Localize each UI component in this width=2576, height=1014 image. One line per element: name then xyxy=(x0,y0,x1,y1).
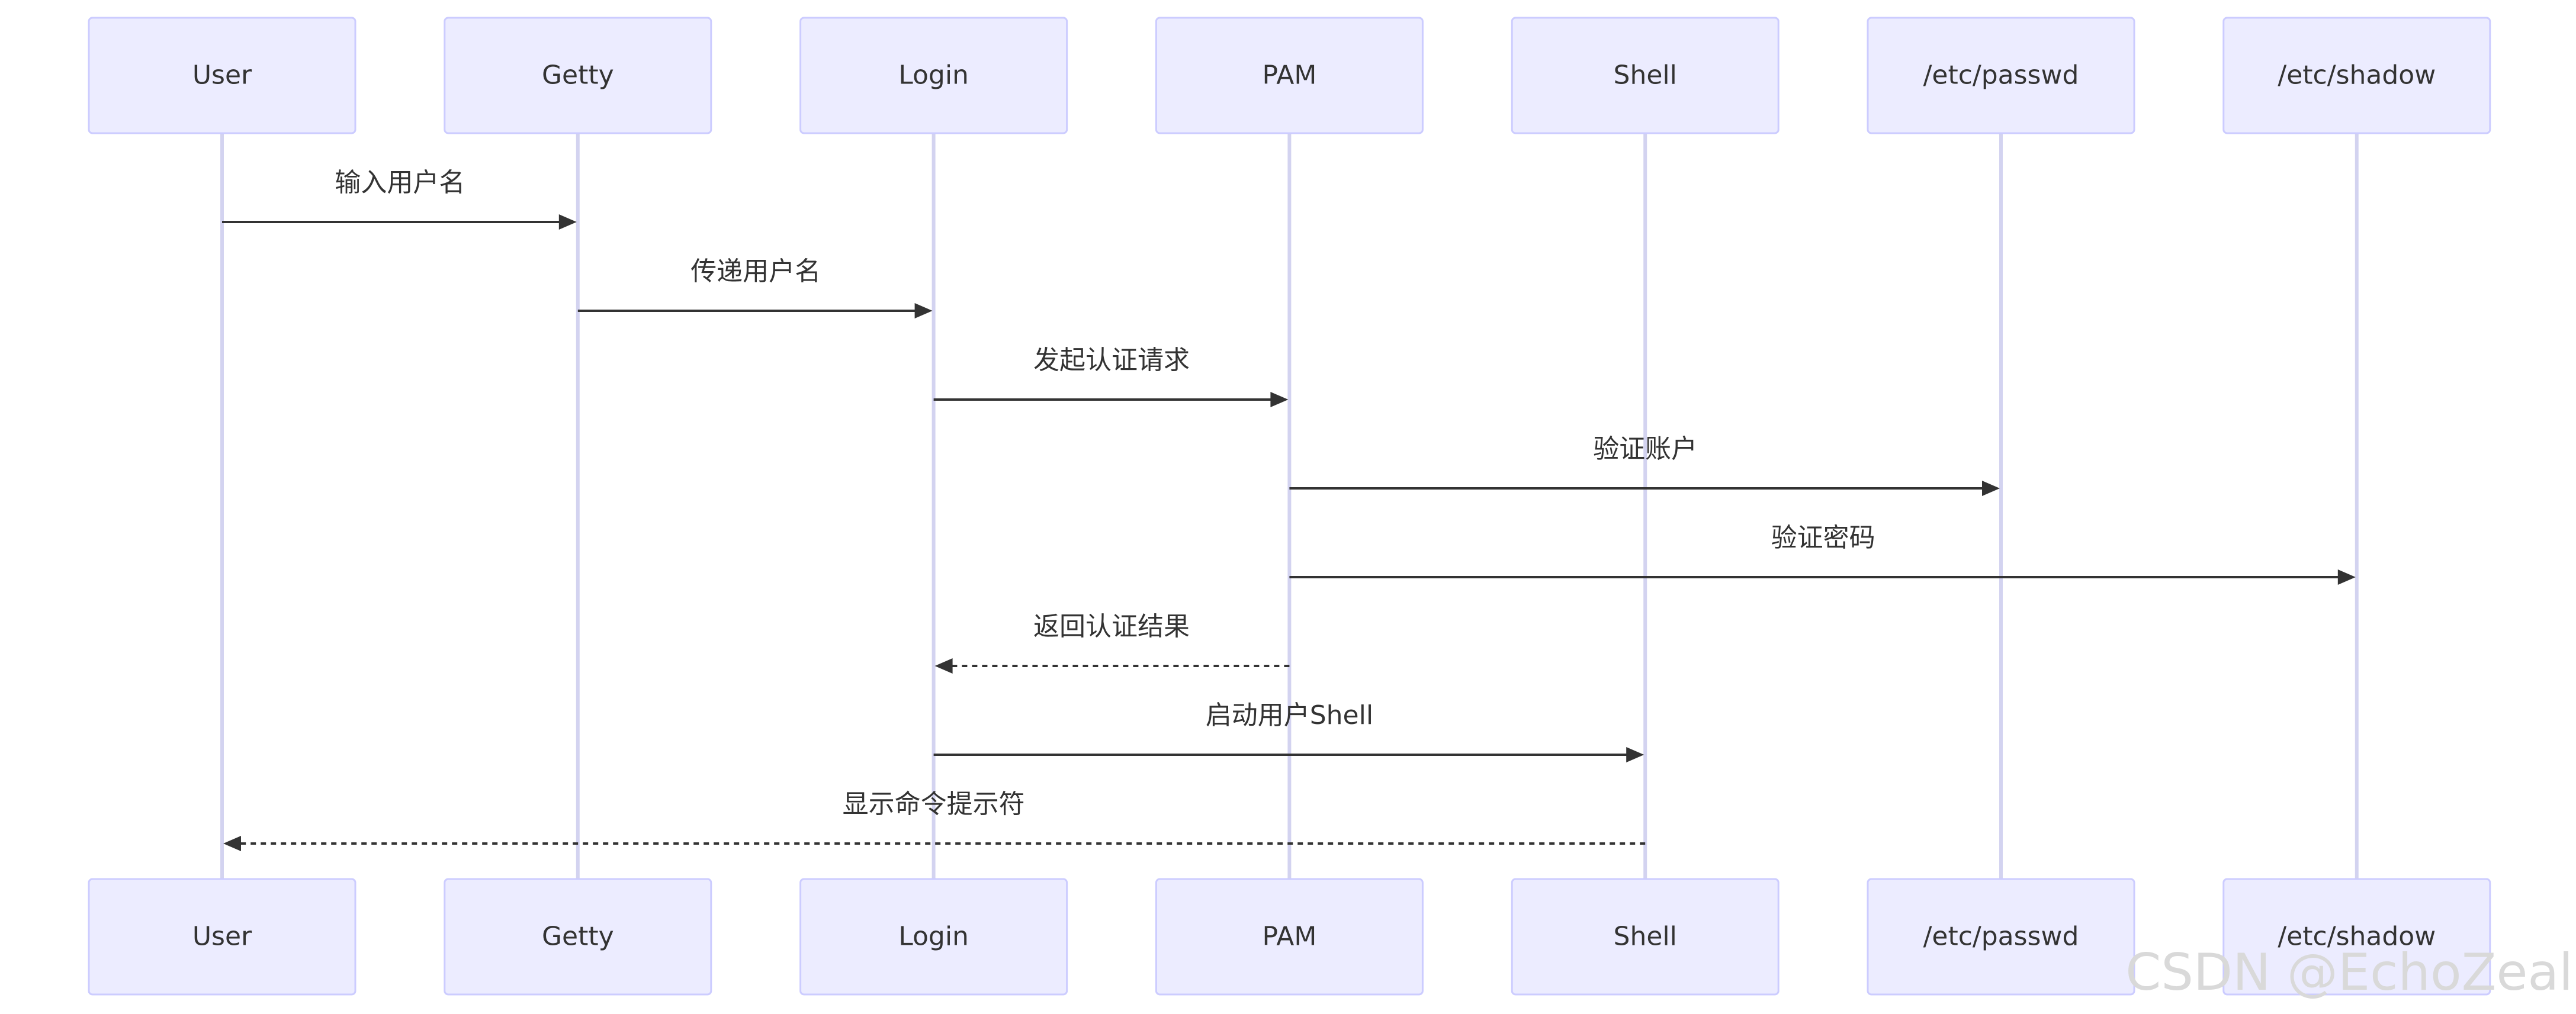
actor-box xyxy=(1867,878,2135,996)
actor-getty-top: Getty xyxy=(444,17,712,134)
actor-label: Getty xyxy=(542,922,614,952)
actor-label: Login xyxy=(898,60,969,91)
message-1: 输入用户名 xyxy=(222,168,577,230)
actor-box xyxy=(1155,17,1424,134)
actor-box xyxy=(444,878,712,996)
actor-label: Shell xyxy=(1614,60,1677,91)
watermark: CSDN @EchoZeal xyxy=(2125,943,2573,1002)
actor-shell-top: Shell xyxy=(1511,17,1780,134)
actor-label: User xyxy=(192,60,252,91)
message-label: 验证密码 xyxy=(1771,523,1875,553)
actor-box xyxy=(2222,17,2491,134)
actor-box xyxy=(799,878,1068,996)
message-arrowhead xyxy=(223,836,241,851)
actor-pam-bottom: PAM xyxy=(1155,878,1424,996)
actor-box xyxy=(2222,878,2491,996)
actor-box xyxy=(799,17,1068,134)
actor-getty-bottom: Getty xyxy=(444,878,712,996)
actor-box xyxy=(1155,878,1424,996)
message-label: 显示命令提示符 xyxy=(843,789,1025,819)
message-label: 验证账户 xyxy=(1593,434,1697,464)
message-arrowhead xyxy=(1270,392,1289,407)
message-arrowhead xyxy=(2337,569,2356,585)
message-8: 显示命令提示符 xyxy=(223,789,1646,851)
message-arrowhead xyxy=(558,214,577,230)
message-2: 传递用户名 xyxy=(577,256,933,318)
actor-label: /etc/shadow xyxy=(2278,922,2436,952)
message-3: 发起认证请求 xyxy=(933,345,1289,407)
actor-box xyxy=(1511,17,1780,134)
actor-pam-top: PAM xyxy=(1155,17,1424,134)
actor-box xyxy=(88,878,356,996)
actor-box xyxy=(88,17,356,134)
actor-login-top: Login xyxy=(799,17,1068,134)
actor-passwd-bottom: /etc/passwd xyxy=(1867,878,2135,996)
message-arrowhead xyxy=(914,303,933,318)
message-arrowhead xyxy=(1626,747,1644,762)
actor-label: /etc/passwd xyxy=(1923,60,2079,91)
message-label: 启动用户Shell xyxy=(1206,700,1373,730)
actor-label: /etc/passwd xyxy=(1923,922,2079,952)
actor-label: PAM xyxy=(1263,60,1317,91)
message-label: 输入用户名 xyxy=(335,168,465,198)
actor-passwd-top: /etc/passwd xyxy=(1867,17,2135,134)
actor-box xyxy=(1867,17,2135,134)
message-arrowhead xyxy=(1982,481,2000,496)
actor-label: Login xyxy=(898,922,969,952)
actor-shell-bottom: Shell xyxy=(1511,878,1780,996)
actors-bottom: User Getty Login PAM Shell/etc/passwd/etc/sh… xyxy=(88,878,2491,996)
actor-label: /etc/shadow xyxy=(2278,60,2436,91)
actor-label: User xyxy=(192,922,252,952)
message-5: 验证密码 xyxy=(1289,523,2356,585)
message-label: 发起认证请求 xyxy=(1033,345,1190,375)
message-label: 传递用户名 xyxy=(690,256,821,287)
actor-shadow-bottom: /etc/shadow xyxy=(2222,878,2491,996)
actors-top: User Getty Login PAM Shell/etc/passwd/etc/sh… xyxy=(88,17,2491,134)
actor-user-top: User xyxy=(88,17,356,134)
actor-label: PAM xyxy=(1263,922,1317,952)
actor-label: Shell xyxy=(1614,922,1677,952)
lifelines xyxy=(220,133,2359,879)
message-6: 返回认证结果 xyxy=(934,611,1290,674)
message-arrowhead xyxy=(934,658,953,674)
actor-login-bottom: Login xyxy=(799,878,1068,996)
actor-box xyxy=(444,17,712,134)
actor-label: Getty xyxy=(542,60,614,91)
message-label: 返回认证结果 xyxy=(1033,611,1190,642)
message-4: 验证账户 xyxy=(1289,434,2000,496)
actor-box xyxy=(1511,878,1780,996)
actor-shadow-top: /etc/shadow xyxy=(2222,17,2491,134)
actor-user-bottom: User xyxy=(88,878,356,996)
message-7: 启动用户Shell xyxy=(933,700,1644,762)
